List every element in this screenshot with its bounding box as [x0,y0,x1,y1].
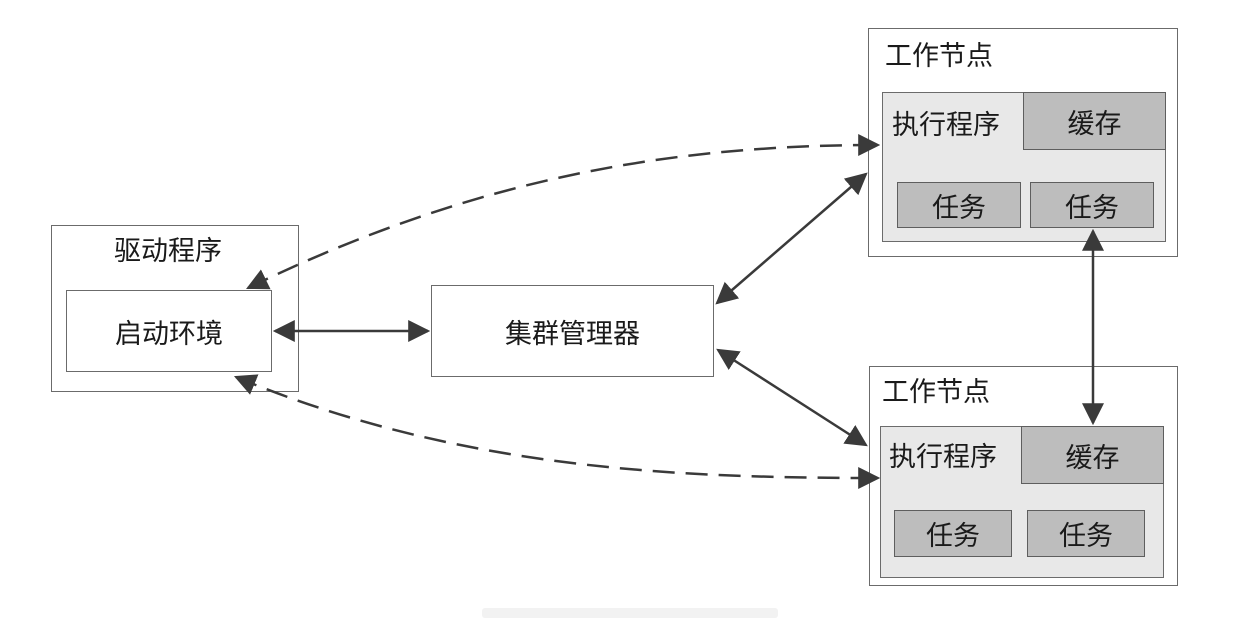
spark-context-label: 启动环境 [115,318,223,350]
dashed-arrow-driver-executor-top [246,134,881,290]
task-top-2-label: 任务 [1065,192,1119,224]
executor-bottom-label: 执行程序 [889,442,997,473]
arrow-cluster-worker-top [715,172,868,305]
task-top-1-label: 任务 [932,192,986,224]
cache-bottom-label: 缓存 [1065,442,1120,474]
task-top-1: 任务 [897,182,1021,228]
cache-top: 缓存 [1023,92,1166,150]
worker-node-bottom-title: 工作节点 [882,377,990,408]
task-bottom-1: 任务 [894,510,1012,557]
spark-context-box: 启动环境 [66,290,272,372]
task-top-2: 任务 [1030,182,1154,228]
cluster-manager-label: 集群管理器 [505,318,640,350]
cache-top-label: 缓存 [1067,108,1122,140]
driver-program-title: 驱动程序 [114,236,222,267]
dashed-arrow-driver-executor-bottom [233,374,881,489]
worker-node-top-title: 工作节点 [885,41,993,72]
arrow-cluster-worker-bottom [716,348,868,447]
cache-bottom: 缓存 [1021,426,1164,484]
task-bottom-1-label: 任务 [926,521,980,552]
cluster-manager-box: 集群管理器 [431,285,714,377]
task-bottom-2-label: 任务 [1059,521,1113,552]
bottom-watermark-strip [482,608,778,618]
task-bottom-2: 任务 [1027,510,1145,557]
executor-top-label: 执行程序 [892,110,1000,141]
